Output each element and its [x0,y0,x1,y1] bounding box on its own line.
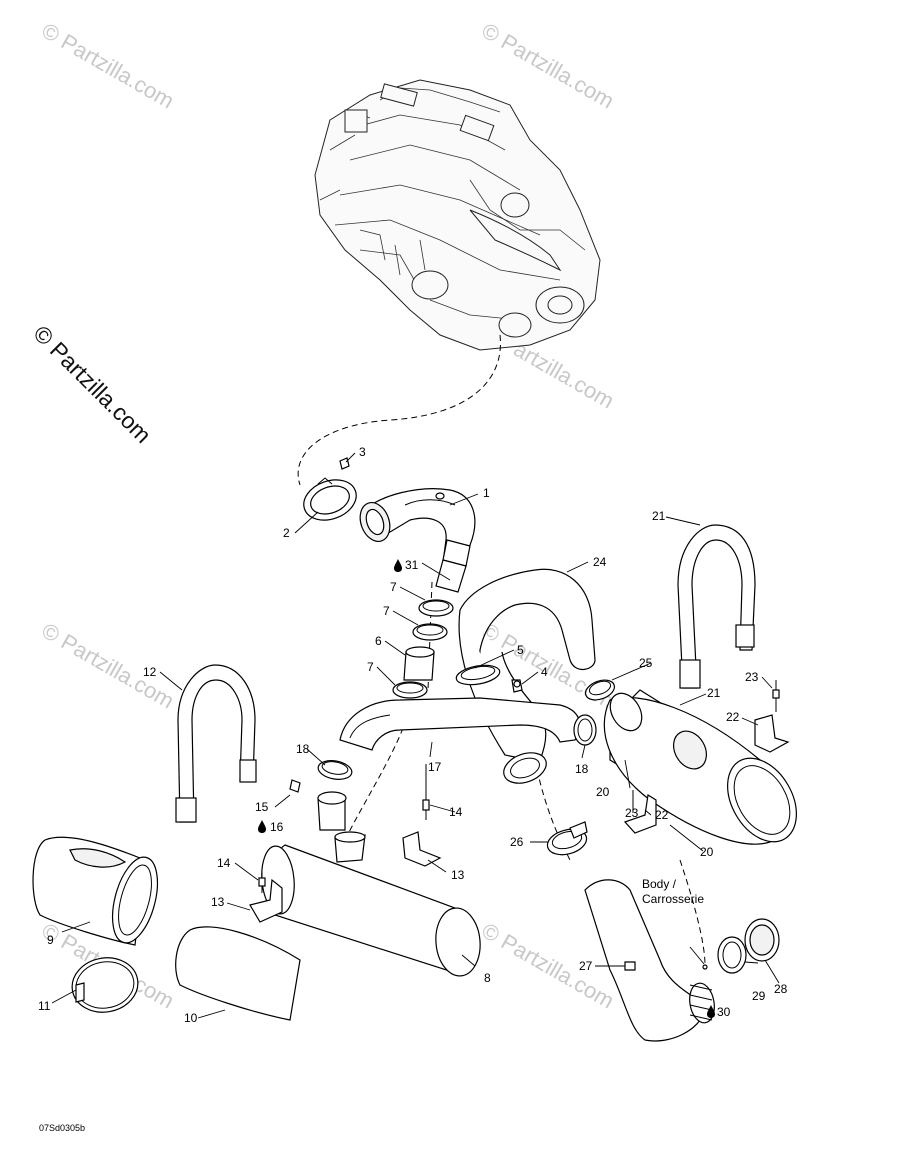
clamps-and-sleeve [392,599,454,699]
callout-28: 28 [774,982,788,996]
drawing-code: 07Sd0305b [39,1123,85,1133]
callout-17: 17 [428,760,442,774]
callout-4: 4 [541,665,548,679]
callout-20-right: 20 [700,845,714,859]
callout-18-right: 18 [575,762,589,776]
callout-10: 10 [184,1011,198,1025]
muffler-part-8 [261,779,481,977]
callout-21-top: 21 [652,509,666,523]
callout-12: 12 [143,665,157,679]
callout-22-right: 22 [726,710,740,724]
callout-13-left: 13 [211,895,225,909]
callout-5: 5 [517,643,524,657]
callout-23-center: 23 [625,806,639,820]
pipe-part-17 [339,697,581,751]
callout-7-top: 7 [390,580,397,594]
rings-28-29 [702,918,780,974]
elbow-part-1 [359,488,476,593]
callout-25: 25 [639,656,653,670]
oil-drop-icons [258,559,715,1018]
oil-drop-icon [258,820,266,833]
callout-14-center: 14 [449,805,463,819]
watermark-left-mid: © Partzilla.com [38,618,179,714]
callout-29: 29 [752,989,766,1003]
clamp-part-2 [303,457,357,521]
callout-21-mid: 21 [707,686,721,700]
callout-3: 3 [359,445,366,459]
callout-30: 30 [717,1005,731,1019]
callout-27: 27 [579,959,593,973]
watermark-top-right: © Partzilla.com [478,18,619,114]
watermark-side: © Partzilla.com [28,320,156,448]
callout-18-left: 18 [296,742,310,756]
callout-23-right: 23 [745,670,759,684]
sleeve-part-10 [175,926,301,1021]
callout-7-bottom: 7 [367,660,374,674]
callout-24: 24 [593,555,607,569]
watermark-top-left: © Partzilla.com [38,18,179,114]
callout-22-center: 22 [655,808,669,822]
callout-6: 6 [375,634,382,648]
leader-lines [51,452,780,1019]
clamps-25-18 [317,679,616,780]
callout-9: 9 [47,933,54,947]
clamp-part-26 [546,821,588,856]
oil-drop-icon [394,559,402,572]
clamp-part-5 [455,664,523,693]
strap-part-21-top [677,524,756,689]
callout-15: 15 [255,800,269,814]
callout-1: 1 [483,486,490,500]
callout-11: 11 [38,999,51,1013]
callout-16: 16 [270,820,284,834]
callout-26: 26 [510,835,524,849]
body-note-line2: Carrosserie [642,892,704,906]
callout-20-left: 20 [596,785,610,799]
strap-part-12 [175,664,257,823]
callout-31: 31 [405,558,419,572]
callout-labels: 3 2 1 31 7 7 6 7 5 4 24 21 12 25 21 23 2… [38,445,788,1025]
body-note: Body / Carrosserie [642,877,704,906]
callout-14-left: 14 [217,856,231,870]
body-note-line1: Body / [642,877,677,891]
brackets-and-bolts [249,680,790,923]
muffler-part-20 [603,689,797,845]
callout-2: 2 [283,526,290,540]
callout-7-mid: 7 [383,604,390,618]
cylinder-part-9 [32,836,159,946]
callout-13-center: 13 [451,868,465,882]
band-clamp-part-11 [71,957,139,1013]
oil-drop-icon [707,1005,715,1018]
callout-8: 8 [484,971,491,985]
engine-illustration [314,79,601,351]
